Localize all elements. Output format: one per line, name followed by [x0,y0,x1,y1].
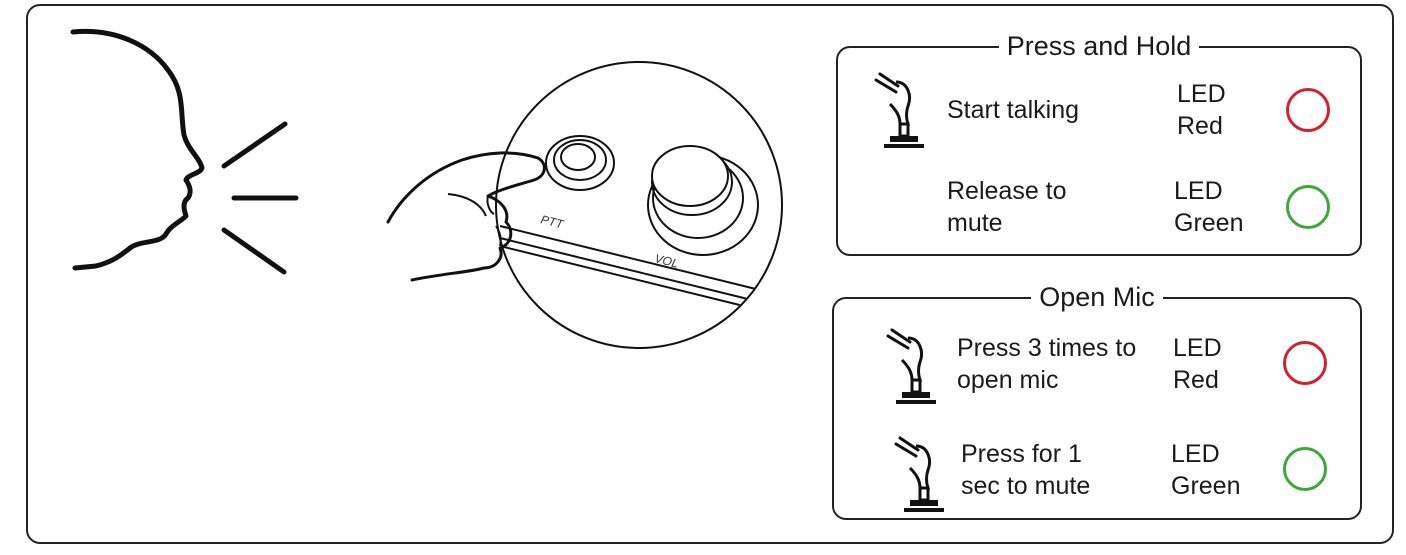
speaking-head-icon [70,28,205,271]
device-closeup: PTT VOL [495,61,783,349]
ptt-label: PTT [539,212,566,231]
finger-press-icon [874,72,924,148]
led-red-indicator [1283,341,1327,385]
led-red-indicator [1286,88,1330,132]
led-green-indicator [1283,447,1327,491]
finger-press-icon [886,328,936,404]
row-open-1-led-label: LED Red [1173,334,1222,394]
row-ptt-1-instruction: Start talking [947,96,1080,124]
volume-knob [647,145,759,256]
row-ptt-2-instruction: Release to mute [947,177,1067,237]
row-open-2-led-label: LED Green [1171,440,1241,500]
ptt-button [545,135,615,191]
vol-label: VOL [653,251,680,270]
row-open-1-instruction: Press 3 times to open mic [957,334,1137,394]
sound-waves-icon [221,121,299,275]
row-open-2-instruction: Press for 1 sec to mute [961,440,1091,500]
pointing-hand-icon [386,151,546,282]
row-ptt-1-led-label: LED Red [1177,80,1226,140]
row-ptt-2-led-label: LED Green [1174,177,1244,237]
led-green-indicator [1286,185,1330,229]
outer-frame [26,4,1394,544]
finger-press-icon [894,436,944,512]
